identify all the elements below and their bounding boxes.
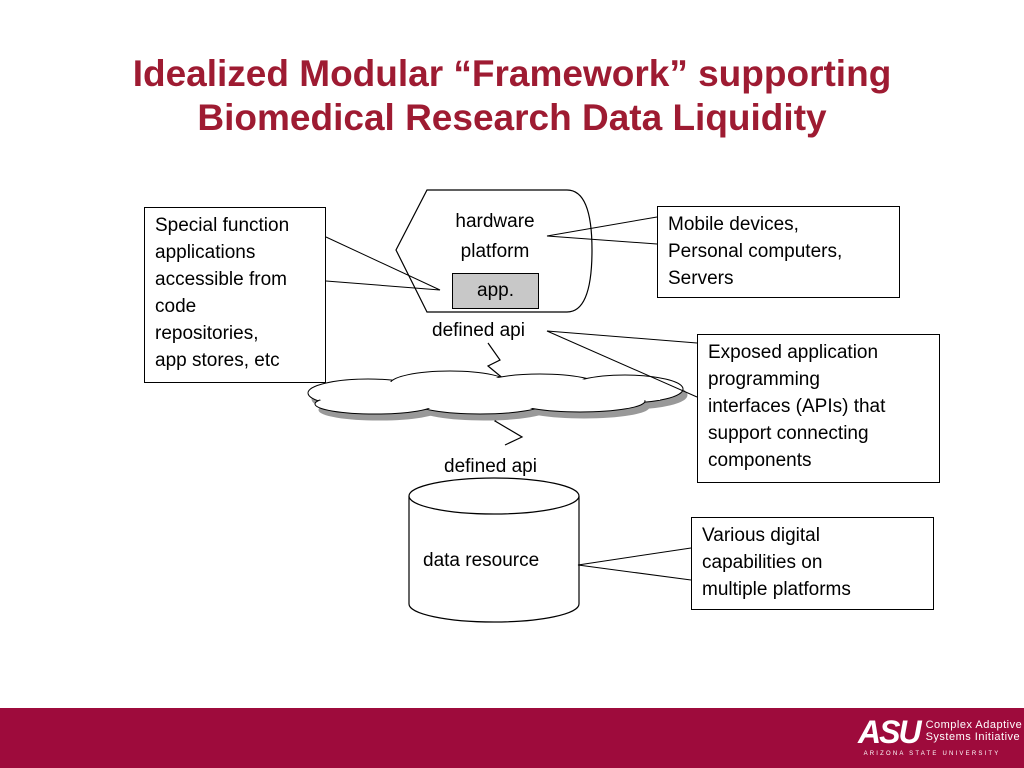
callout-special-function: Special function applications accessible…: [144, 207, 326, 383]
logo-line-1: Complex Adaptive: [925, 719, 1023, 731]
callout-devices: Mobile devices, Personal computers, Serv…: [657, 206, 900, 298]
data-resource-label: data resource: [423, 550, 540, 571]
callout-pointers: [325, 216, 698, 581]
footer-bar: [0, 708, 1024, 768]
asu-mark: ASU: [858, 714, 922, 750]
logo-line-3: ARIZONA STATE UNIVERSITY: [863, 751, 1001, 757]
defined-api-bottom-label: defined api: [444, 456, 537, 477]
title-line-2: Biomedical Research Data Liquidity: [197, 97, 827, 138]
network-cloud: [307, 370, 688, 421]
slide-title: Idealized Modular “Framework” supporting…: [0, 52, 1024, 140]
framework-diagram: [307, 189, 698, 623]
logo-line-2: Systems Initiative: [925, 731, 1021, 743]
api-connector-top: [486, 342, 506, 381]
callout-apis: Exposed application programming interfac…: [697, 334, 940, 483]
asu-casi-logo: ASU Complex Adaptive Systems Initiative …: [858, 714, 1023, 759]
app-box: app.: [452, 273, 539, 309]
data-resource-cylinder: [408, 477, 580, 623]
callout-digital: Various digital capabilities on multiple…: [691, 517, 934, 610]
hardware-platform-shape: [395, 189, 593, 313]
title-line-1: Idealized Modular “Framework” supporting: [132, 53, 892, 94]
hardware-label: hardware platform: [455, 211, 535, 262]
defined-api-top-label: defined api: [432, 320, 525, 341]
